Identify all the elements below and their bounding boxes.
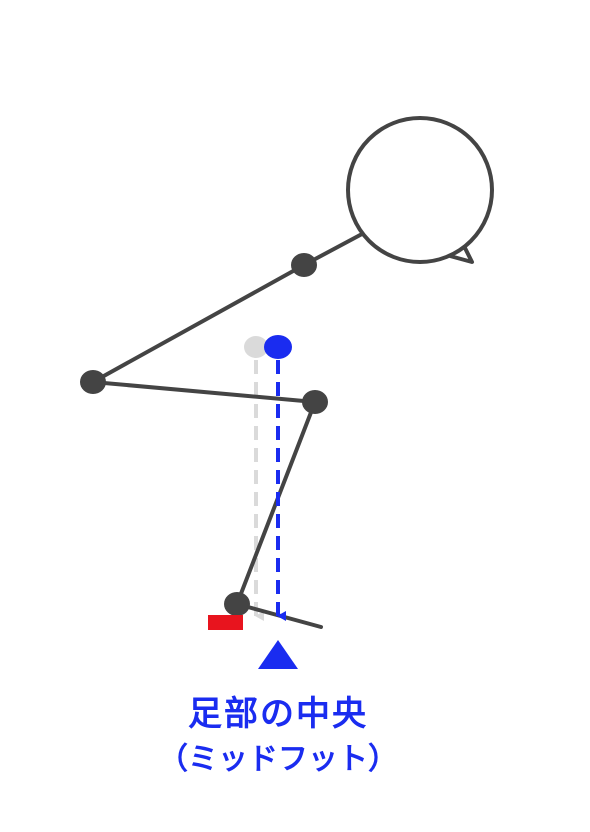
head: [346, 116, 494, 264]
caption-midfoot: 足部の中央: [188, 694, 368, 734]
center-of-mass-dot: [264, 335, 292, 359]
knee-joint: [302, 390, 328, 414]
caption-midfoot-katakana: （ミッドフット）: [158, 742, 398, 777]
thigh-segment: [91, 380, 317, 404]
midfoot-indicator-triangle: [258, 640, 298, 669]
ankle-joint: [224, 592, 250, 616]
previous-center-of-mass-dot: [244, 336, 268, 358]
heel-marker: [208, 615, 243, 630]
upper-back-joint: [291, 253, 317, 277]
back-segment: [91, 263, 306, 384]
hip-joint: [80, 370, 106, 394]
